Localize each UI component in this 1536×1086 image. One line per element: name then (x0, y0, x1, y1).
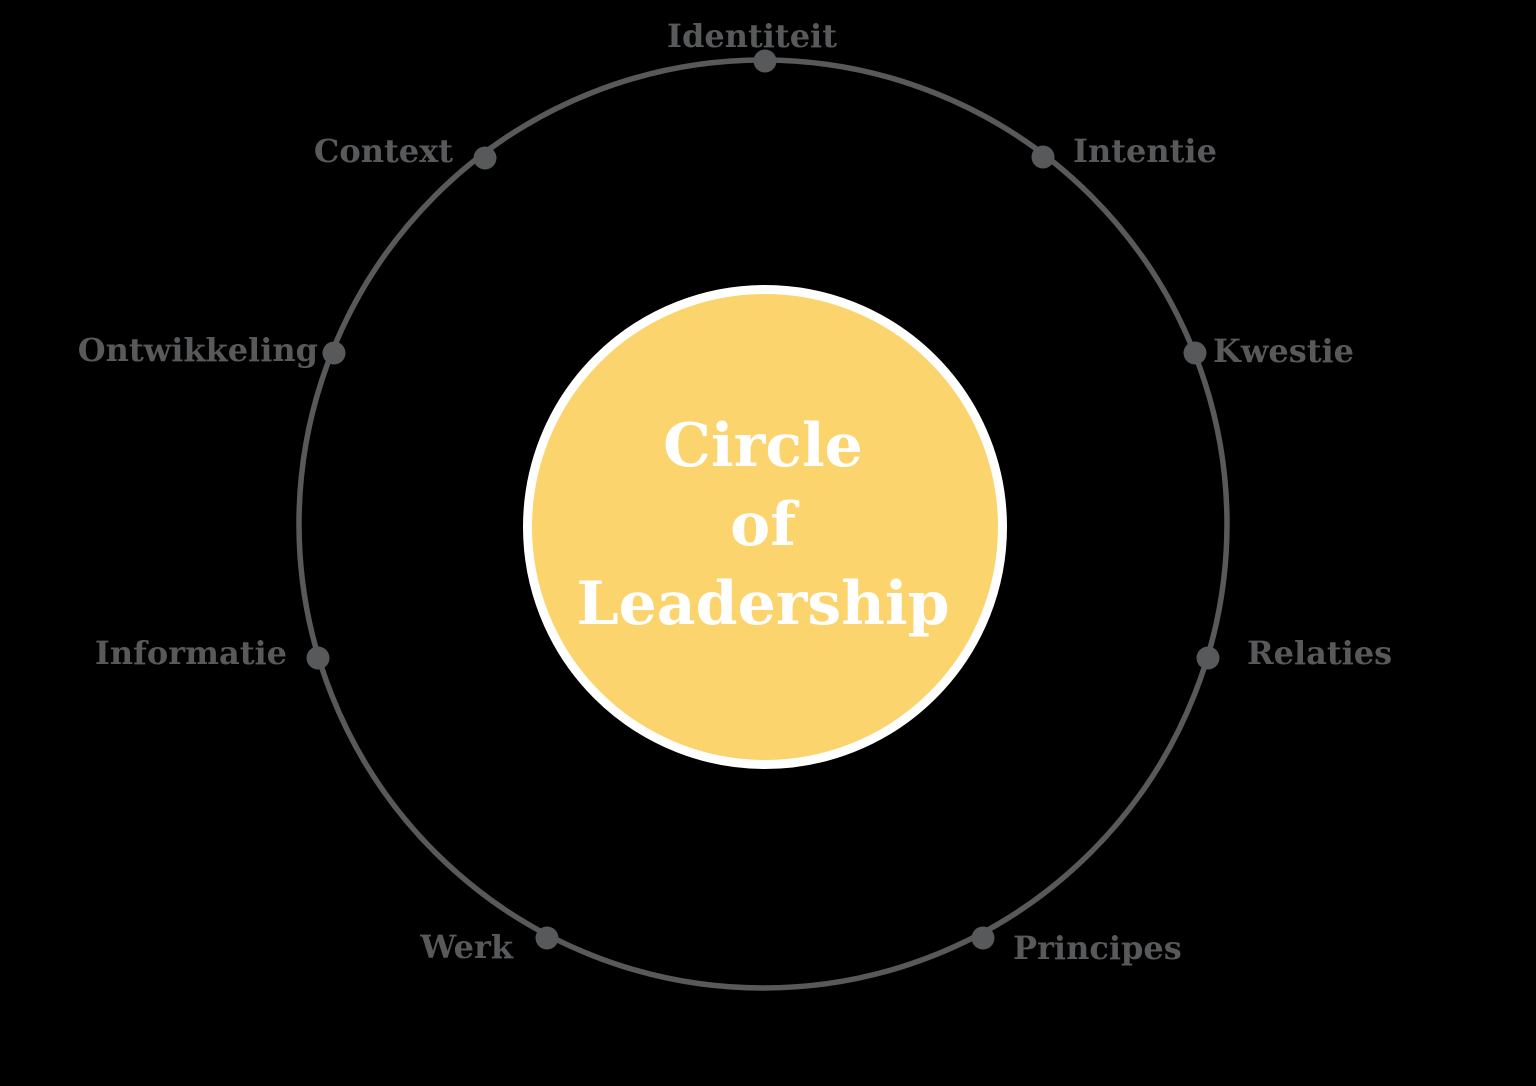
node-dot-werk (535, 926, 559, 950)
center-title-line-1: Circle (663, 411, 863, 481)
node-dot-intentie (1031, 145, 1055, 169)
node-ontwikkeling: Ontwikkeling (78, 331, 346, 369)
node-dot-ontwikkeling (322, 341, 346, 365)
node-label-relaties: Relaties (1247, 634, 1392, 672)
node-dot-relaties (1196, 646, 1220, 670)
node-label-principes: Principes (1013, 929, 1182, 967)
center-circle-group: Circle of Leadership (523, 285, 1007, 769)
center-circle (523, 285, 1007, 769)
node-informatie: Informatie (95, 634, 330, 672)
node-dot-context (473, 146, 497, 170)
node-dot-identiteit (753, 49, 777, 73)
node-label-werk: Werk (419, 928, 514, 966)
node-intentie: Intentie (1031, 132, 1217, 170)
node-label-informatie: Informatie (95, 634, 287, 672)
node-werk: Werk (419, 926, 559, 966)
node-label-intentie: Intentie (1073, 132, 1217, 170)
node-relaties: Relaties (1196, 634, 1392, 672)
node-label-ontwikkeling: Ontwikkeling (78, 331, 318, 369)
node-label-context: Context (314, 132, 453, 170)
node-kwestie: Kwestie (1183, 332, 1354, 370)
center-title-line-3: Leadership (576, 569, 949, 639)
center-title-line-2: of (730, 490, 800, 560)
node-dot-kwestie (1183, 341, 1207, 365)
node-dot-principes (971, 926, 995, 950)
node-identiteit: Identiteit (667, 17, 837, 73)
node-label-identiteit: Identiteit (667, 17, 837, 55)
node-label-kwestie: Kwestie (1213, 332, 1354, 370)
node-context: Context (314, 132, 497, 170)
node-dot-informatie (306, 646, 330, 670)
node-principes: Principes (971, 926, 1182, 967)
